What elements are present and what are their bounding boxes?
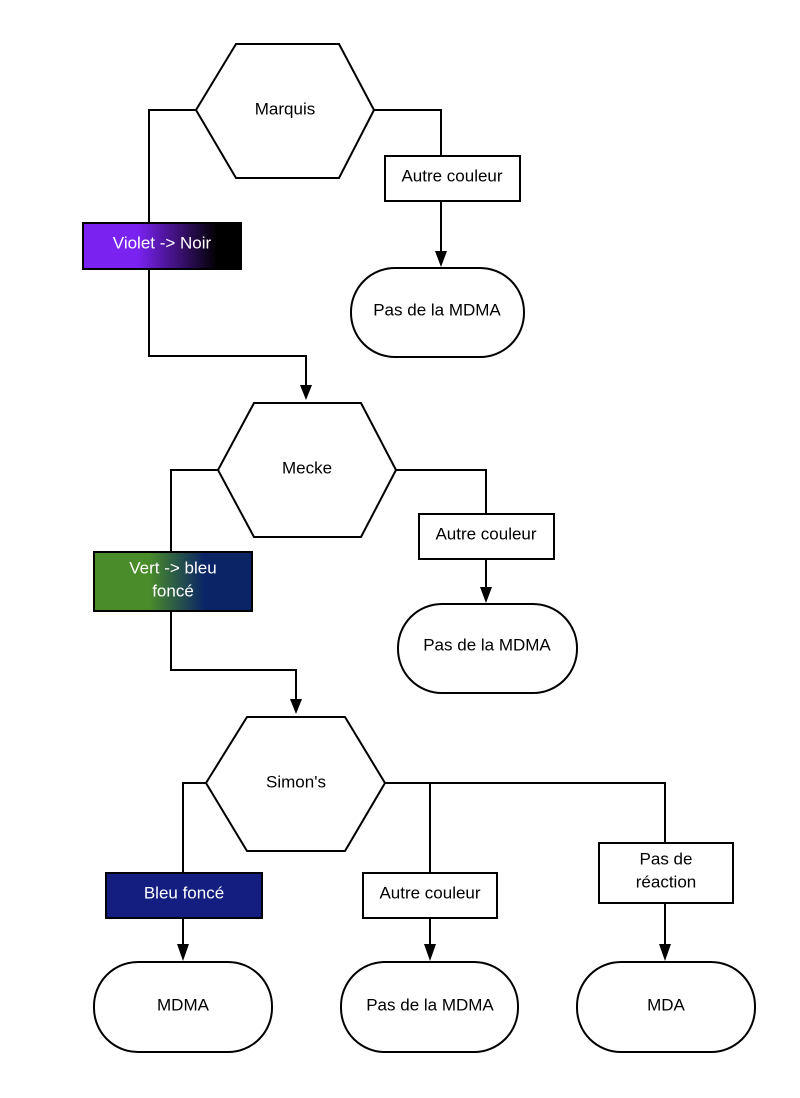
test-label-simons: Simon's [266,772,326,791]
arrowhead-mecke [300,385,312,400]
condition-mecke-other: Autre couleur [418,513,555,560]
condition-box [82,222,242,270]
edge-simons-positive [182,782,206,874]
test-node-marquis: Marquis [194,43,376,179]
terminal-shape [350,267,525,358]
hexagon-shape [216,402,398,538]
condition-box [105,872,263,919]
hexagon-shape [204,716,387,852]
condition-simons-none: Pas de réaction [598,842,734,904]
result-label: Pas de la MDMA [366,995,494,1014]
test-node-mecke: Mecke [216,402,398,538]
condition-label: Violet -> Noir [113,233,212,252]
arrowhead-simons-none [659,944,671,961]
condition-label-line-1: Vert -> bleu [129,558,216,577]
result-label: MDA [647,995,685,1014]
terminal-shape [93,961,273,1053]
arrowhead-simons-positive [177,944,189,961]
condition-box [384,155,521,202]
test-label-marquis: Marquis [255,99,315,118]
result-simons-none: MDA [576,961,756,1053]
result-label: Pas de la MDMA [423,635,551,654]
condition-marquis-other: Autre couleur [384,155,521,202]
result-simons-other: Pas de la MDMA [340,961,519,1053]
condition-box [418,513,555,560]
condition-label: Autre couleur [401,166,502,185]
condition-box [598,842,734,904]
condition-label: Bleu foncé [144,883,224,902]
test-node-simons: Simon's [204,716,387,852]
result-label: Pas de la MDMA [373,300,501,319]
arrowhead-mecke-other [480,587,492,603]
condition-label-line-2: foncé [152,581,194,600]
edge-mecke-to-simons [170,469,297,700]
condition-box [362,872,498,919]
terminal-shape [576,961,756,1053]
arrowhead-simons [290,699,302,714]
arrowhead-simons-other [424,944,436,961]
condition-mecke-positive: Vert -> bleu foncé [93,551,253,612]
condition-label: Autre couleur [379,883,480,902]
condition-label: Autre couleur [435,524,536,543]
arrowhead-marquis-other [435,251,447,267]
terminal-shape [397,603,578,694]
condition-label-line-1: Pas de [640,849,693,868]
edge-marquis-to-mecke [148,109,307,386]
result-simons-positive: MDMA [93,961,273,1053]
condition-label-line-2: réaction [636,872,696,891]
edge-simons-trunk [385,782,666,844]
condition-simons-positive: Bleu foncé [105,872,263,919]
result-mecke-other: Pas de la MDMA [397,603,578,694]
hexagon-shape [194,43,376,179]
edge-mecke-other [396,469,487,515]
terminal-shape [340,961,519,1053]
test-label-mecke: Mecke [282,458,332,477]
condition-simons-other: Autre couleur [362,872,498,919]
condition-box [93,551,253,612]
result-label: MDMA [157,995,210,1014]
condition-marquis-positive: Violet -> Noir [82,222,242,270]
result-marquis-other: Pas de la MDMA [350,267,525,358]
edge-marquis-other [374,109,442,158]
